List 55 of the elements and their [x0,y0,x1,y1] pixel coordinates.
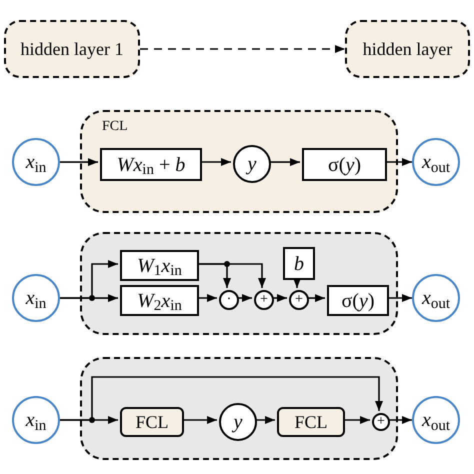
arrow [182,416,217,424]
process-box [302,148,387,181]
node-label: hidden layer 1 [20,40,124,58]
node-label: y [234,412,242,432]
node-label: y [248,154,256,174]
node-label: FCL [135,413,168,431]
process-box [120,285,199,316]
node-label: x$_{out}$ [422,152,450,172]
arrow [60,376,383,421]
node-label: Wx$_{in}$ + b [116,154,186,174]
node-label: + [260,293,268,307]
arrow [272,294,287,302]
node-label: x$_{out}$ [422,410,450,430]
arrow [197,294,217,302]
node-label: σ(y) [341,290,374,310]
node-label: + [295,293,303,307]
arrow [388,416,412,424]
node-label: σ(y) [328,154,361,174]
layer-panel [80,357,398,460]
layer-box [345,20,470,78]
arrow [60,294,118,302]
layer-panel [80,232,398,335]
panel-title: FCL [102,118,128,136]
node-label: · [226,293,232,307]
node-label: hidden layer [362,40,452,58]
node-label: x$_{in}$ [26,288,46,308]
process-box [283,247,315,280]
arrow [237,294,252,302]
node-label: x$_{out}$ [422,288,450,308]
layer-box [4,20,140,78]
node-label: W$_{2}$x$_{in}$ [137,290,182,310]
node-label: + [377,415,385,429]
process-box [100,148,202,181]
layer-panel [80,110,398,213]
arrow [343,416,370,424]
layer-box [277,407,345,437]
arrow [385,158,412,166]
node-label: x$_{in}$ [26,152,46,172]
arrow [140,45,345,53]
arrow [293,278,301,288]
arrow [269,158,300,166]
process-box [327,285,389,316]
arrow [200,158,231,166]
node-label: x$_{in}$ [26,410,46,430]
arrow [387,294,412,302]
node-label: b [294,254,304,274]
node-label: W$_{1}$x$_{in}$ [137,256,182,276]
node-label: FCL [294,413,328,431]
arrow [60,158,98,166]
arrow [60,260,118,299]
arrow [255,416,275,424]
arrow [307,294,325,302]
process-box [120,250,199,281]
layer-box [120,407,184,437]
arrow [197,263,266,288]
